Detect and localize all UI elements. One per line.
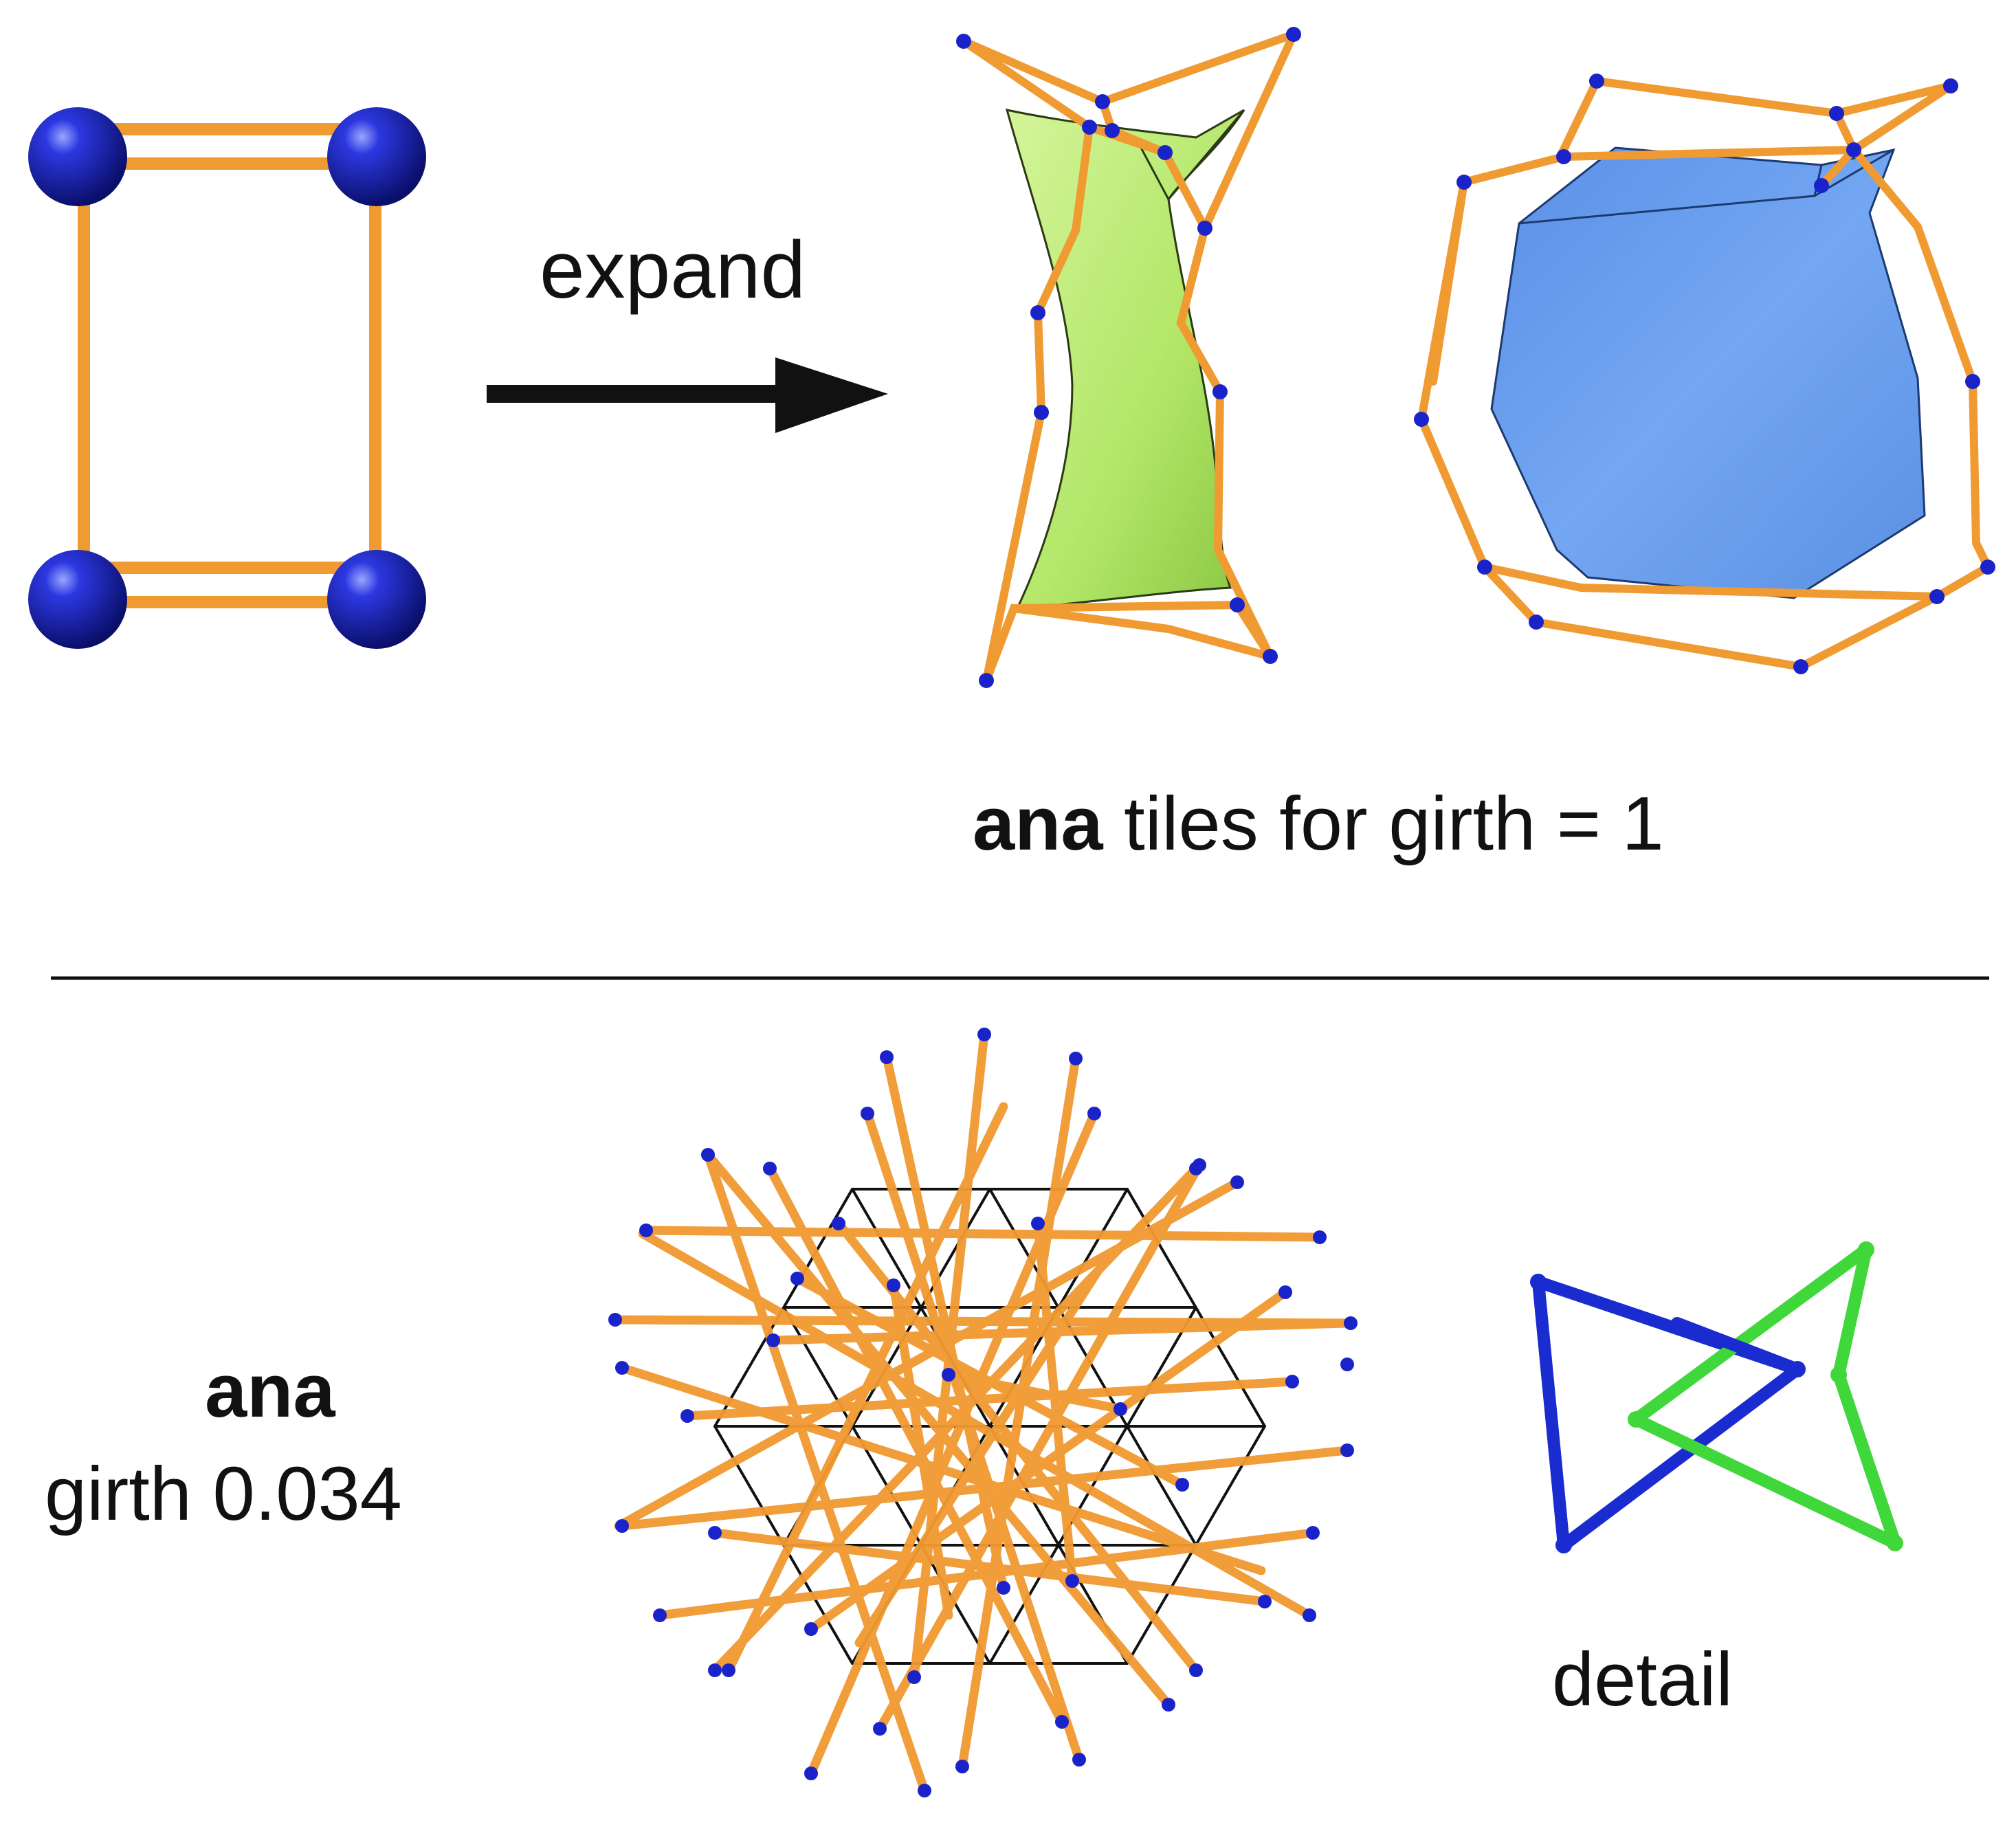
tiles-caption-text: tiles for girth = 1 — [1103, 782, 1664, 866]
ana-net-cluster — [608, 1028, 1358, 1797]
ana-rods — [610, 1030, 1355, 1795]
blue-tile-cage — [1417, 77, 1992, 672]
detail-interlocked-loops — [1530, 1241, 1903, 1553]
tiles-caption: ana tiles for girth = 1 — [973, 780, 1664, 867]
initial-rectangle-net — [28, 107, 426, 649]
node-sphere — [28, 107, 127, 206]
ana-node-markers — [608, 1028, 1358, 1797]
detail-label: detail — [1552, 1637, 1733, 1722]
node-sphere — [327, 107, 426, 206]
node-sphere — [28, 550, 127, 649]
blue-tile-nodes — [1414, 74, 1995, 674]
expand-label: expand — [540, 225, 806, 315]
expand-arrow — [487, 357, 888, 433]
detail-blue-loop — [1532, 1276, 1804, 1551]
net-name-label: ana — [205, 1349, 335, 1433]
blue-tile — [1490, 146, 1926, 599]
girth-label: girth 0.034 — [45, 1452, 402, 1536]
node-sphere — [327, 550, 426, 649]
tiles-caption-net-name: ana — [973, 782, 1103, 866]
green-tile-nodes — [956, 27, 1301, 688]
